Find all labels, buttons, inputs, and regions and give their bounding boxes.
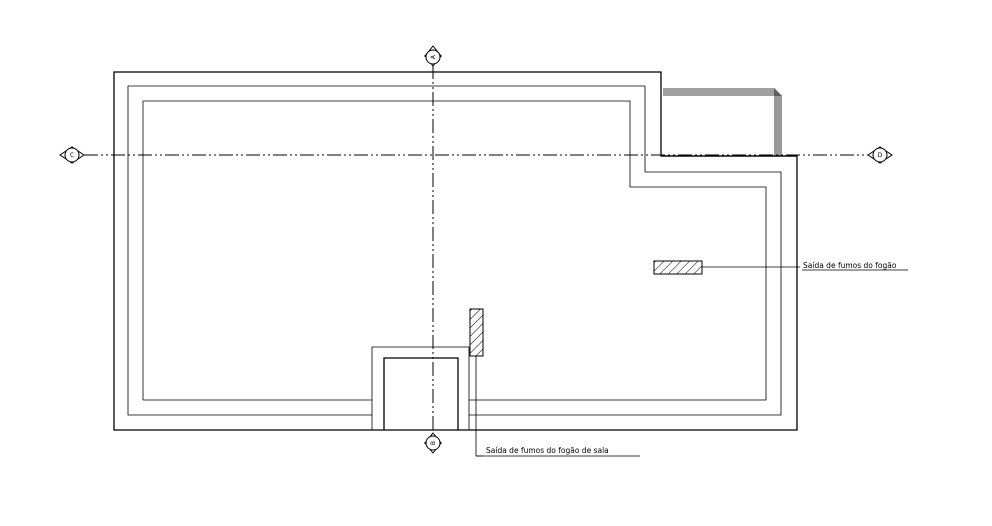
stove-flue-box [653, 260, 703, 275]
stove-flue-note: Saída de fumos do fogão [803, 261, 897, 270]
room-interior-outline [143, 100, 767, 401]
axis-marker-d: D [867, 146, 893, 164]
annex-structure [661, 88, 797, 157]
axis-marker-b-label: B [430, 441, 437, 445]
living-room-flue-leader [475, 356, 483, 457]
axis-marker-a: A [423, 45, 443, 67]
living-room-flue-box [469, 308, 484, 357]
outer-wall [113, 71, 798, 431]
axis-marker-c: C [59, 146, 85, 164]
entry-recess [383, 357, 459, 430]
axis-marker-d-label: D [878, 152, 883, 159]
axis-marker-b: B [423, 432, 443, 454]
living-room-flue-note: Saída de fumos do fogão de sala [486, 446, 609, 455]
axis-marker-c-label: C [70, 152, 74, 159]
axis-marker-a-label: A [430, 54, 437, 59]
wall-inner-line [127, 85, 782, 416]
